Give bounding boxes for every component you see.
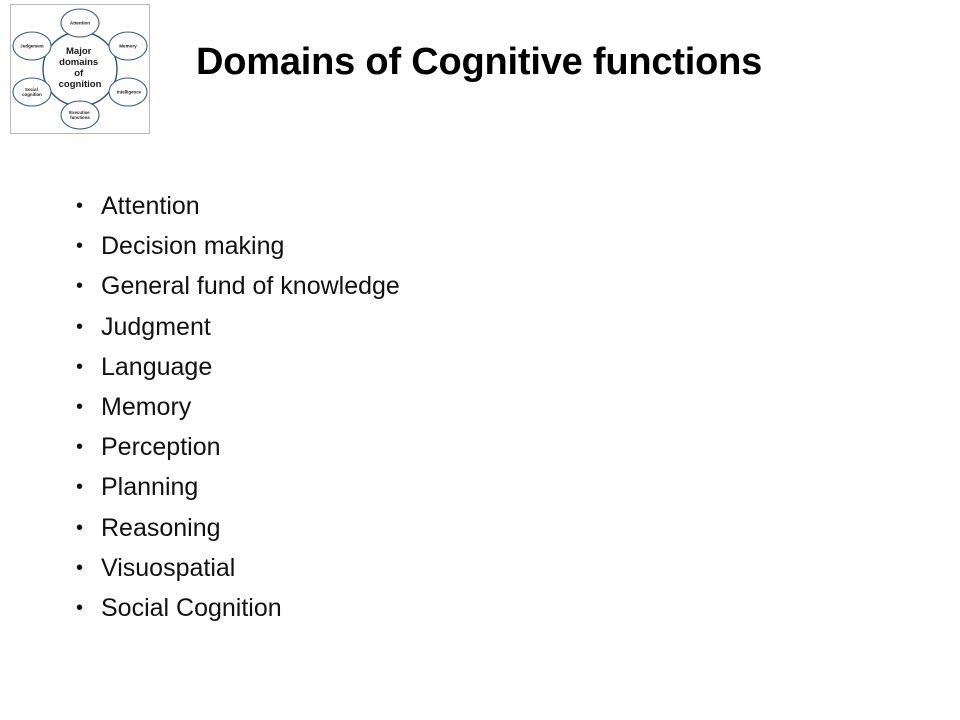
bullet-dot: • [76,355,84,378]
bullet-dot: • [76,315,84,338]
center-line-3: of [74,68,84,79]
bullet-dot: • [76,516,84,539]
bullet-item: • Reasoning [74,508,400,548]
bullet-text: Reasoning [101,513,221,542]
slide-title: Domains of Cognitive functions [196,41,763,83]
bullet-dot: • [76,195,84,217]
bullet-text: General fund of knowledge [101,272,400,301]
node-executive-label: Executive functions [69,110,91,120]
node-social-label: Social cognition [22,87,42,97]
node-executive-shape [60,100,100,130]
node-memory-shape [108,31,148,61]
node-judgement-shape [12,31,52,61]
bullet-dot: • [76,436,84,459]
bullet-dot: • [76,476,84,499]
node-intelligence-shape [108,77,148,107]
center-line-4: cognition [59,79,102,90]
diagram-center-label: Major domains of cognition [59,46,102,90]
bullet-dot: • [76,556,84,579]
bullet-dot: • [76,395,84,418]
bullet-item: • Perception [74,427,400,467]
bullet-item: • Attention [74,186,400,226]
bullet-text: Attention [101,192,200,220]
bullet-item: • Social Cognition [74,588,400,628]
bullet-text: Decision making [101,232,285,261]
bullet-item: • General fund of knowledge [74,266,400,306]
center-line-2: domains [59,57,98,68]
node-attention-shape [60,8,100,38]
bullet-item: • Language [74,347,400,387]
bullet-text: Visuospatial [101,553,236,582]
bullet-item: • Visuospatial [74,548,400,588]
node-social-shape [12,77,52,107]
bullet-item: • Decision making [74,226,400,266]
bullet-text: Planning [101,473,199,502]
bullet-item: • Judgment [74,307,400,347]
cognition-domains-diagram: Major domains of cognition Attention Mem… [10,4,150,134]
bullet-text: Judgment [101,312,211,341]
bullet-text: Memory [101,392,192,421]
bullet-dot: • [76,275,84,298]
node-memory-label: Memory [119,44,137,49]
bullet-item: • Planning [74,467,400,507]
bullet-dot: • [76,235,84,258]
bullet-text: Social Cognition [101,593,282,622]
bullet-dot: • [76,596,84,619]
node-judgement-label: Judgement [20,44,44,49]
bullet-item: • Memory [74,387,400,427]
diagram-svg: Major domains of cognition Attention Mem… [12,8,148,130]
center-line-1: Major [66,46,92,57]
bullet-text: Perception [101,433,221,462]
bullet-text: Language [101,352,213,381]
node-attention-label: Attention [70,21,90,26]
node-intelligence-label: Intelligence [117,90,142,95]
bullet-list: • Attention • Decision making • General fun… [74,186,400,628]
